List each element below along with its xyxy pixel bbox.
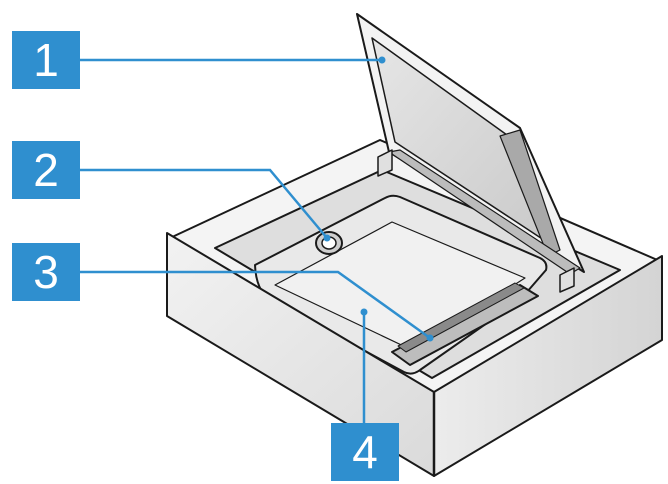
callout-2-vacuum-opening: 2 (12, 141, 80, 199)
drawer-body (166, 139, 663, 477)
callout-4-vacuum-chamber: 4 (331, 423, 399, 481)
chamber-floor (274, 221, 526, 351)
vacuum-opening (315, 231, 343, 255)
lid (356, 13, 585, 293)
callout-1-lid: 1 (12, 31, 80, 89)
leader-line-3 (80, 270, 431, 340)
lid-hinge (377, 149, 393, 177)
leader-lines (80, 56, 434, 424)
callout-3-sealing-bar: 3 (12, 243, 80, 301)
leader-line-2 (80, 168, 328, 239)
